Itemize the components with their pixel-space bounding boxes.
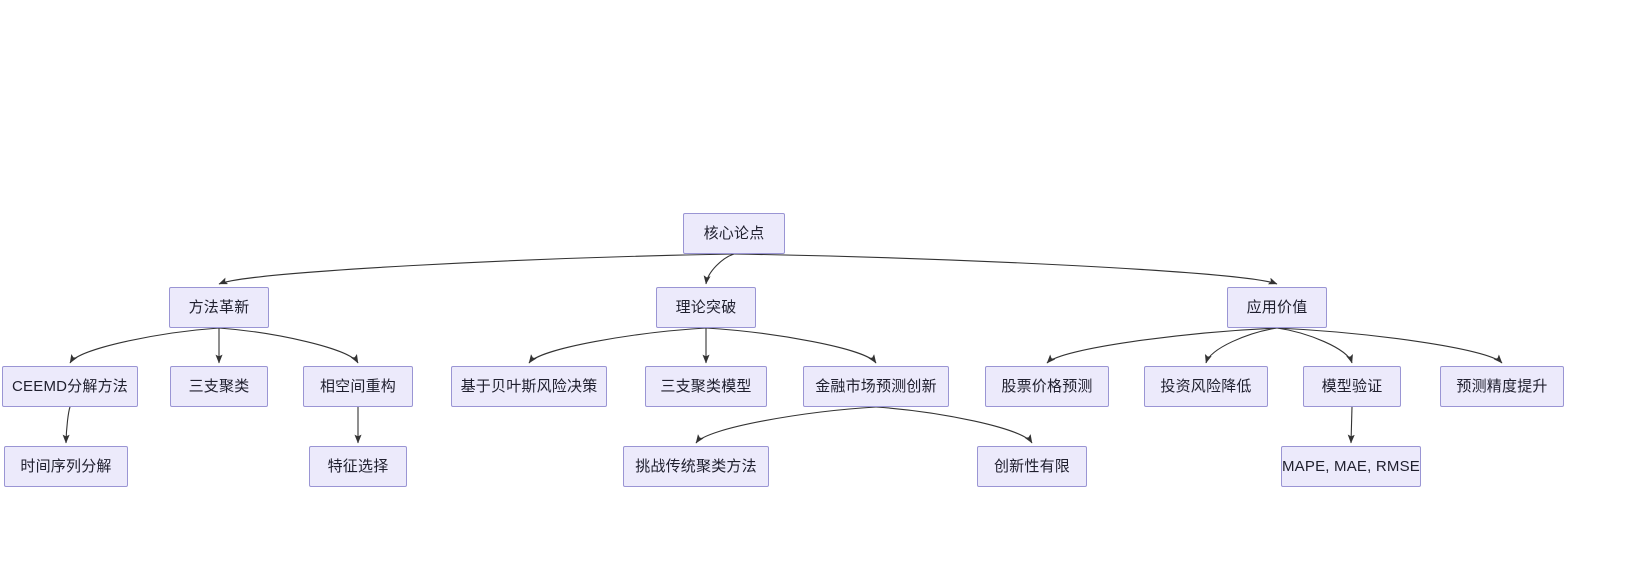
edge-paths [62,253,1503,444]
node-label: 方法革新 [188,299,250,316]
node-label: 三支聚类 [188,378,250,395]
node-n3[interactable]: 应用价值 [1227,287,1327,328]
node-label: 特征选择 [327,458,389,475]
node-label: 股票价格预测 [1001,378,1093,395]
edge-n0-to-n3 [733,253,1278,285]
node-label: 基于贝叶斯风险决策 [460,378,598,395]
node-n4[interactable]: CEEMD分解方法 [2,366,138,407]
node-label: 模型验证 [1321,378,1383,395]
node-n11[interactable]: 投资风险降低 [1144,366,1268,407]
node-label: MAPE, MAE, RMSE [1281,458,1421,475]
node-n10[interactable]: 股票价格预测 [985,366,1109,407]
node-label: 理论突破 [675,299,737,316]
node-n17[interactable]: 创新性有限 [977,446,1087,487]
node-n1[interactable]: 方法革新 [169,287,269,328]
node-label: 时间序列分解 [20,458,112,475]
node-label: CEEMD分解方法 [12,378,128,395]
edge-n3-to-n10 [1046,327,1278,364]
node-label: 预测精度提升 [1456,378,1548,395]
node-n12[interactable]: 模型验证 [1303,366,1401,407]
node-n6[interactable]: 相空间重构 [303,366,413,407]
edge-n12-to-n18 [1347,406,1355,444]
edge-n0-to-n1 [218,253,735,285]
node-n15[interactable]: 特征选择 [309,446,407,487]
edge-n2-to-n7 [528,327,707,364]
node-n2[interactable]: 理论突破 [656,287,756,328]
node-label: 核心论点 [703,225,765,242]
edge-n0-to-n2 [703,253,735,285]
node-n13[interactable]: 预测精度提升 [1440,366,1564,407]
node-n9[interactable]: 金融市场预测创新 [803,366,949,407]
edge-n3-to-n12 [1276,327,1353,364]
node-n18[interactable]: MAPE, MAE, RMSE [1281,446,1421,487]
node-n8[interactable]: 三支聚类模型 [645,366,767,407]
edge-n3-to-n13 [1276,327,1503,364]
node-n16[interactable]: 挑战传统聚类方法 [623,446,769,487]
node-label: 挑战传统聚类方法 [635,458,757,475]
node-label: 金融市场预测创新 [815,378,937,395]
node-label: 应用价值 [1246,299,1308,316]
edge-n4-to-n14 [62,406,71,444]
node-n5[interactable]: 三支聚类 [170,366,268,407]
node-n14[interactable]: 时间序列分解 [4,446,128,487]
node-label: 相空间重构 [319,378,396,395]
edge-n1-to-n4 [69,327,220,364]
edge-n9-to-n16 [695,406,877,444]
node-label: 创新性有限 [993,458,1070,475]
node-n7[interactable]: 基于贝叶斯风险决策 [451,366,607,407]
node-n0[interactable]: 核心论点 [683,213,785,254]
edge-n9-to-n17 [875,406,1033,444]
edge-n1-to-n6 [218,327,359,364]
node-label: 投资风险降低 [1160,378,1252,395]
edge-n3-to-n11 [1204,327,1278,364]
edge-n2-to-n9 [705,327,877,364]
node-label: 三支聚类模型 [660,378,752,395]
